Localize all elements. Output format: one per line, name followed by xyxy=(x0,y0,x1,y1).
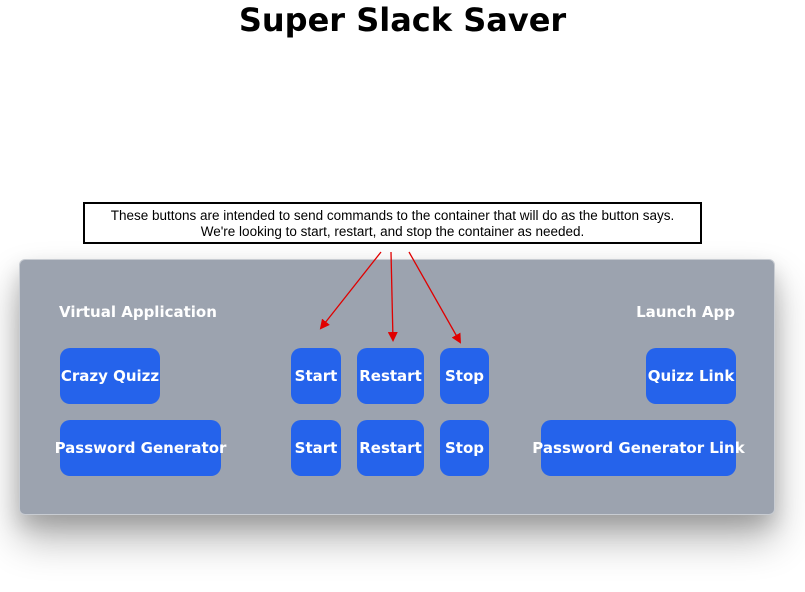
password-generator-stop-button[interactable]: Stop xyxy=(440,420,489,476)
annotation-line-2: We're looking to start, restart, and sto… xyxy=(200,224,585,239)
annotation-line-1: These buttons are intended to send comma… xyxy=(110,208,675,223)
page-title: Super Slack Saver xyxy=(238,1,567,39)
password-generator-button[interactable]: Password Generator xyxy=(55,420,226,476)
quizz-link-button[interactable]: Quizz Link xyxy=(646,348,736,404)
virtual-application-heading: Virtual Application xyxy=(59,303,217,321)
password-generator-restart-button[interactable]: Restart xyxy=(357,420,424,476)
password-generator-start-button[interactable]: Start xyxy=(291,420,341,476)
password-generator-link-button[interactable]: Password Generator Link xyxy=(532,420,745,476)
crazy-quizz-button[interactable]: Crazy Quizz xyxy=(60,348,160,404)
crazy-quizz-restart-button[interactable]: Restart xyxy=(357,348,424,404)
launch-app-heading: Launch App xyxy=(636,303,735,321)
annotation-note: These buttons are intended to send comma… xyxy=(83,202,702,244)
app-control-panel: Virtual Application Launch App Crazy Qui… xyxy=(19,259,775,515)
crazy-quizz-start-button[interactable]: Start xyxy=(291,348,341,404)
crazy-quizz-stop-button[interactable]: Stop xyxy=(440,348,489,404)
